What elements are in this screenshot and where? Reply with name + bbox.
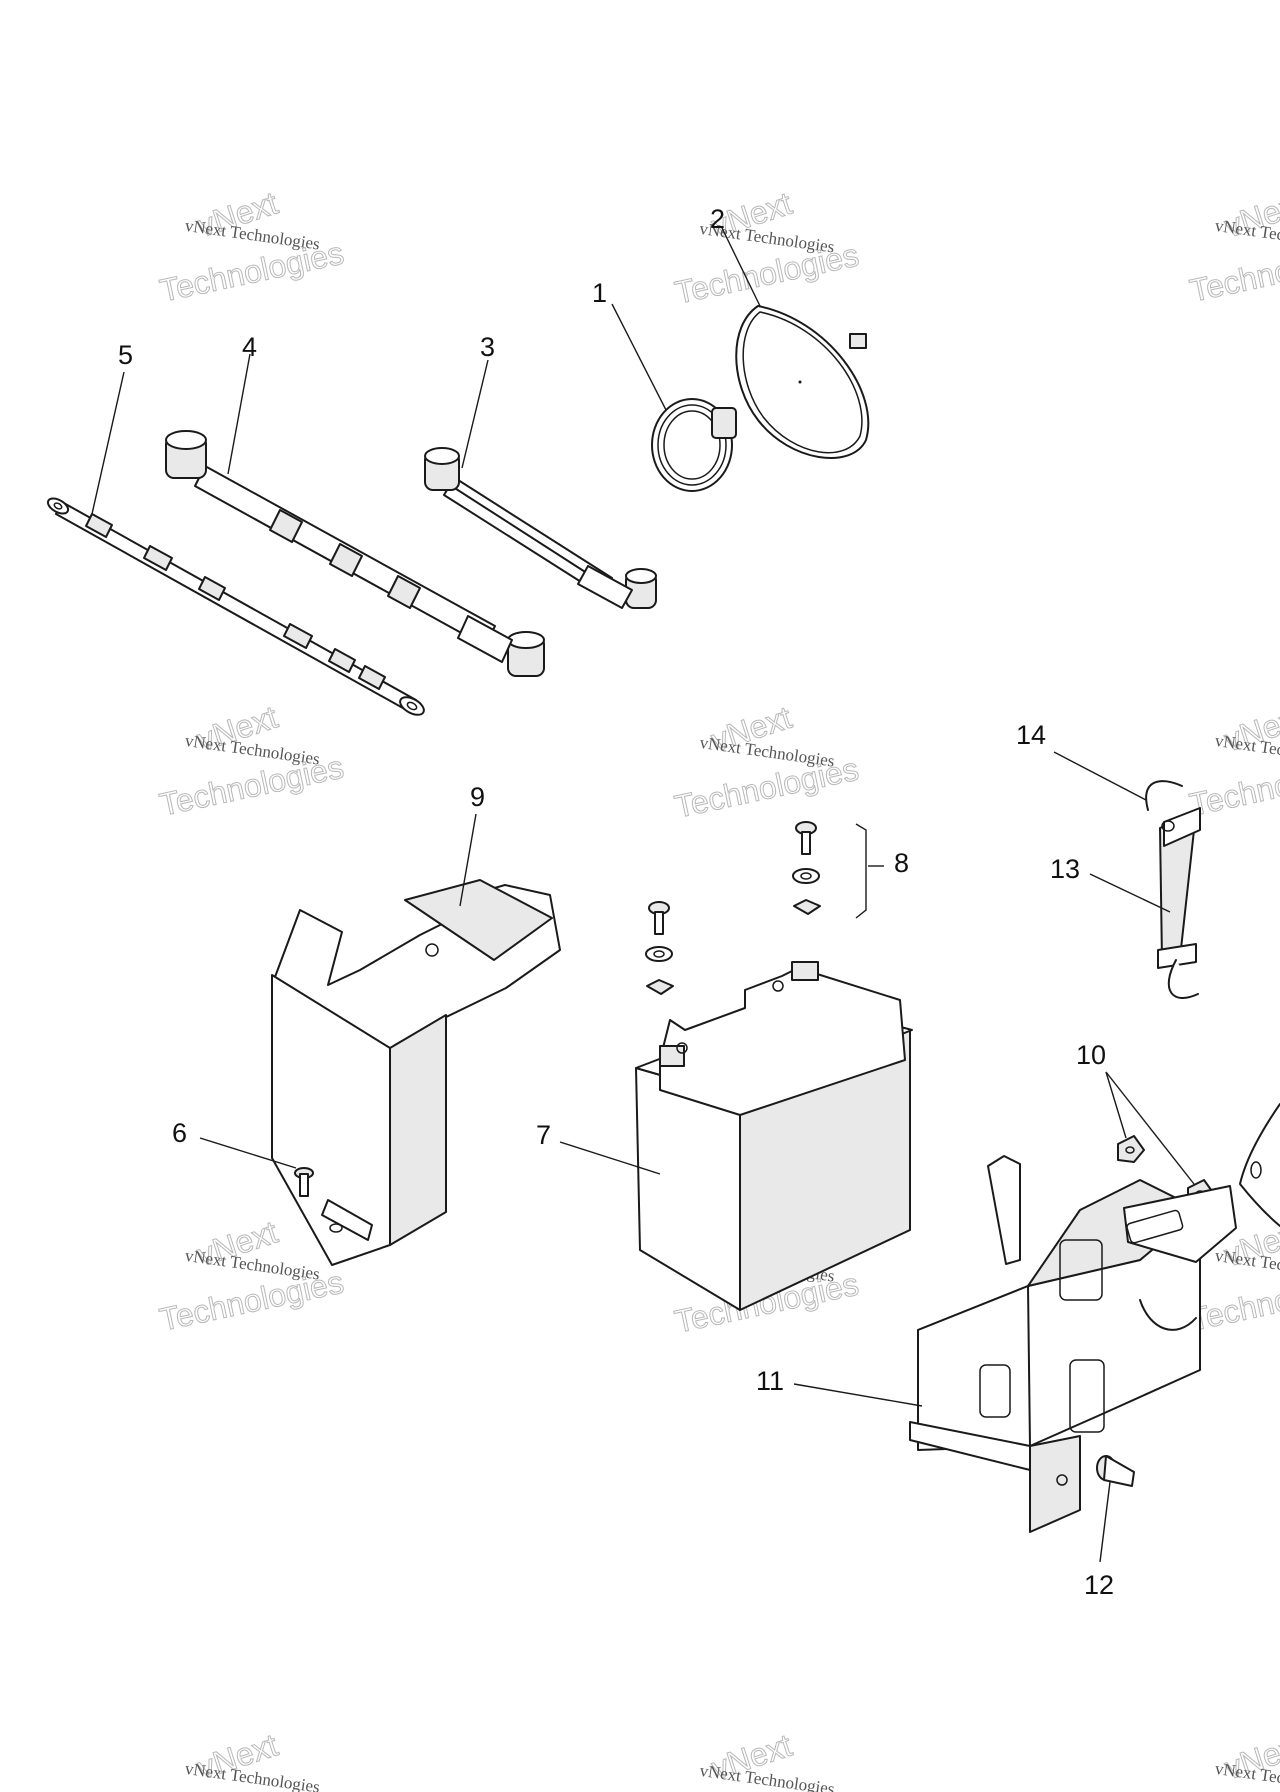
watermark-word: Technologies xyxy=(156,749,346,823)
leader-2 xyxy=(721,227,761,307)
watermark-top-center: vNext vNext Technologies Technologies xyxy=(671,184,862,311)
watermark-word: Technologies xyxy=(157,235,347,309)
watermark-word: Technologies xyxy=(156,1264,346,1338)
callout-4: 4 xyxy=(242,332,257,362)
watermark-mid-center: vNext vNext Technologies Technologies xyxy=(671,698,862,825)
part-2-strap xyxy=(735,305,870,459)
callout-12: 12 xyxy=(1084,1570,1114,1600)
callout-13: 13 xyxy=(1050,854,1080,884)
part-3-battery-cable xyxy=(424,447,657,609)
leader-10b xyxy=(1105,1071,1195,1185)
callout-7: 7 xyxy=(536,1120,551,1150)
leader-lines xyxy=(91,227,1195,1563)
leader-5 xyxy=(91,371,125,515)
callout-11: 11 xyxy=(756,1366,784,1396)
callout-9: 9 xyxy=(470,782,485,812)
leader-1 xyxy=(611,303,667,411)
part-7-battery xyxy=(635,961,913,1311)
leader-7 xyxy=(559,1141,661,1175)
part-5-battery-cable xyxy=(46,497,425,716)
part-13-strap xyxy=(1157,807,1201,969)
watermark-mid-right: vNext vNext Technologies Technologies xyxy=(1186,698,1280,823)
part-11-battery-tray xyxy=(909,1155,1237,1533)
watermark-top-right: vNext vNext Technologies Technologies xyxy=(1186,184,1280,309)
callout-8: 8 xyxy=(894,848,909,878)
leader-11 xyxy=(793,1383,923,1407)
leader-13 xyxy=(1089,873,1171,913)
part-9-battery-cover xyxy=(271,879,561,1266)
part-8-hardware-set xyxy=(645,821,867,995)
leader-9 xyxy=(459,813,477,907)
watermark-bottom-left: vNext vNext Technologies xyxy=(184,1726,321,1792)
watermark-mid-left: vNext vNext Technologies Technologies xyxy=(156,698,347,823)
part-6-bolt xyxy=(294,1167,314,1197)
callout-2: 2 xyxy=(710,204,725,234)
callout-labels: 1 2 3 4 5 6 7 8 9 10 11 12 13 14 xyxy=(118,204,1114,1600)
callout-3: 3 xyxy=(480,332,495,362)
leader-3 xyxy=(461,359,489,469)
callout-10: 10 xyxy=(1076,1040,1106,1070)
watermark-word: Technologies xyxy=(672,237,862,311)
part-12-stud xyxy=(1096,1455,1135,1487)
leader-6 xyxy=(199,1137,297,1169)
part-14-hook xyxy=(1145,780,1199,999)
callout-14: 14 xyxy=(1016,720,1046,750)
callout-6: 6 xyxy=(172,1118,187,1148)
leader-4 xyxy=(227,353,251,475)
leader-10a xyxy=(1105,1071,1127,1139)
part-4-battery-cable xyxy=(165,430,545,677)
watermark-word: Technologies xyxy=(1187,235,1280,309)
watermark-bottom-right: vNext vNext Technologies xyxy=(1214,1726,1280,1792)
watermark-top-left: vNext vNext Technologies Technologies xyxy=(156,184,347,309)
leader-14 xyxy=(1053,751,1147,801)
watermark-word: Technologies xyxy=(671,751,861,825)
callout-1: 1 xyxy=(592,278,607,308)
part-1-clamp xyxy=(651,398,737,492)
callout-5: 5 xyxy=(118,340,133,370)
partial-part-right-edge xyxy=(1239,1103,1280,1227)
watermark-bottom-center: vNext vNext Technologies xyxy=(699,1726,836,1792)
leader-12 xyxy=(1099,1481,1111,1563)
